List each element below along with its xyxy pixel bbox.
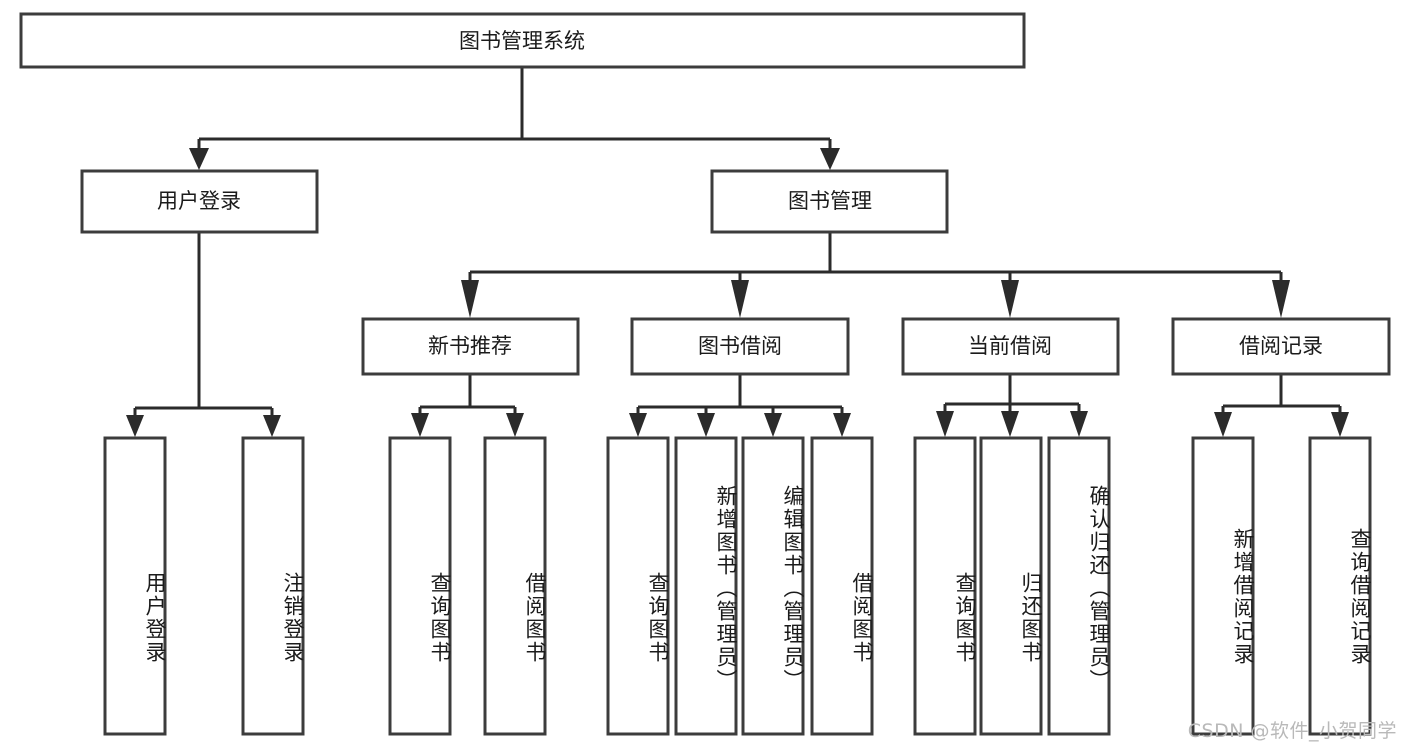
leaf-query-record-box[interactable] bbox=[1308, 436, 1372, 736]
arrow-to-leaf-query-book-1 bbox=[411, 413, 429, 437]
arrow-to-leaf-borrow-book-2 bbox=[833, 413, 851, 437]
leaf-query-book-3-box[interactable] bbox=[913, 436, 977, 736]
arrow-to-leaf-edit-book bbox=[764, 413, 782, 437]
arrow-to-borrow-record bbox=[1272, 280, 1290, 318]
leaf-add-record-box[interactable] bbox=[1191, 436, 1255, 736]
connector-borrow-record-bus bbox=[1221, 374, 1342, 414]
leaf-borrow-book-2-box[interactable] bbox=[810, 436, 874, 736]
leaf-user-login-box[interactable] bbox=[103, 436, 167, 736]
arrow-to-leaf-add-book bbox=[697, 413, 715, 437]
leaf-query-book-1-box[interactable] bbox=[388, 436, 452, 736]
arrow-to-leaf-add-record bbox=[1214, 412, 1232, 437]
arrow-to-leaf-user-login bbox=[126, 415, 144, 437]
node-new-book-rec[interactable]: 新书推荐 bbox=[361, 317, 580, 376]
connector-current-borrow-bus bbox=[943, 374, 1081, 413]
arrow-to-leaf-return-book bbox=[1001, 411, 1019, 437]
new-book-rec-label: 新书推荐 bbox=[428, 334, 512, 358]
leaf-edit-book-box[interactable] bbox=[741, 436, 805, 736]
arrow-to-book-borrow bbox=[731, 280, 749, 318]
arrow-to-leaf-query-book-2 bbox=[629, 413, 647, 437]
connector-root-to-bus bbox=[197, 67, 832, 150]
book-manage-box[interactable] bbox=[710, 169, 949, 234]
root-label: 图书管理系统 bbox=[459, 29, 585, 53]
book-manage-label: 图书管理 bbox=[788, 189, 872, 213]
arrow-to-leaf-query-record bbox=[1331, 412, 1349, 437]
leaf-return-book-box[interactable] bbox=[979, 436, 1043, 736]
root-box[interactable] bbox=[19, 12, 1026, 69]
user-login-box[interactable] bbox=[80, 169, 319, 234]
arrow-to-leaf-logout-login bbox=[263, 415, 281, 437]
connector-group bbox=[126, 67, 1349, 437]
borrow-record-label: 借阅记录 bbox=[1239, 334, 1323, 358]
new-book-rec-box[interactable] bbox=[361, 317, 580, 376]
node-book-borrow[interactable]: 图书借阅 bbox=[630, 317, 850, 376]
user-login-label: 用户登录 bbox=[157, 189, 241, 213]
borrow-record-box[interactable] bbox=[1171, 317, 1391, 376]
leaf-logout-login-box[interactable] bbox=[241, 436, 305, 736]
current-borrow-box[interactable] bbox=[901, 317, 1120, 376]
connector-new-book-rec-bus bbox=[418, 374, 517, 415]
node-root[interactable]: 图书管理系统 bbox=[19, 12, 1026, 69]
connector-book-borrow-bus bbox=[636, 374, 844, 415]
connector-user-login-bus bbox=[133, 232, 274, 417]
arrow-to-leaf-confirm-return bbox=[1070, 411, 1088, 437]
arrow-to-user-login bbox=[189, 148, 209, 170]
leaf-box-group bbox=[103, 436, 1372, 736]
leaf-query-book-2-box[interactable] bbox=[606, 436, 670, 736]
leaf-add-book-box[interactable] bbox=[674, 436, 738, 736]
arrow-to-current-borrow bbox=[1001, 280, 1019, 318]
arrow-to-book-manage bbox=[820, 148, 840, 170]
csdn-watermark: CSDN @软件_小贺同学 bbox=[1187, 720, 1397, 742]
book-borrow-box[interactable] bbox=[630, 317, 850, 376]
current-borrow-label: 当前借阅 bbox=[968, 334, 1052, 358]
arrow-to-leaf-query-book-3 bbox=[936, 411, 954, 437]
connector-book-manage-bus bbox=[468, 232, 1283, 281]
leaf-borrow-book-1-box[interactable] bbox=[483, 436, 547, 736]
book-borrow-label: 图书借阅 bbox=[698, 334, 782, 358]
arrow-to-new-book-rec bbox=[461, 280, 479, 318]
leaf-confirm-return-box[interactable] bbox=[1047, 436, 1111, 736]
node-current-borrow[interactable]: 当前借阅 bbox=[901, 317, 1120, 376]
arrow-to-leaf-borrow-book-1 bbox=[506, 413, 524, 437]
node-book-manage[interactable]: 图书管理 bbox=[710, 169, 949, 234]
node-user-login[interactable]: 用户登录 bbox=[80, 169, 319, 234]
node-borrow-record[interactable]: 借阅记录 bbox=[1171, 317, 1391, 376]
